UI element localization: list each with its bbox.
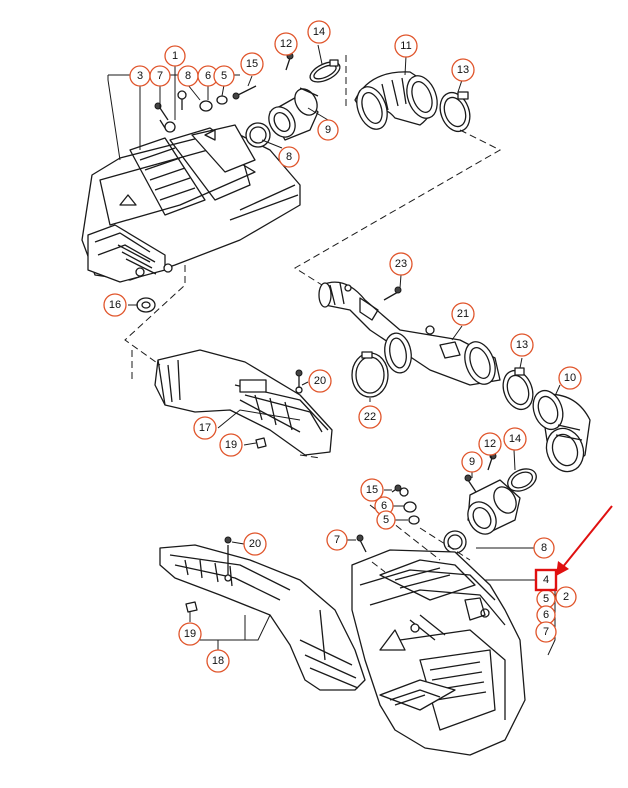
svg-text:19: 19 — [225, 439, 237, 451]
svg-text:3: 3 — [137, 70, 143, 82]
callout-3[interactable]: 3 — [129, 65, 151, 87]
lower-maf-sensor-assembly — [443, 452, 537, 554]
intake-pipe-21 — [318, 281, 501, 386]
clamp-22 — [351, 351, 389, 398]
svg-text:22: 22 — [364, 411, 376, 423]
svg-text:7: 7 — [543, 626, 549, 638]
callout-5-lower[interactable]: 5 — [376, 510, 396, 530]
callouts: 1 3 7 8 6 5 15 12 14 11 13 9 8 16 23 21 … — [103, 20, 582, 673]
highlight-box — [534, 568, 558, 592]
callout-10[interactable]: 10 — [558, 366, 582, 390]
callout-16[interactable]: 16 — [103, 293, 127, 317]
callout-18[interactable]: 18 — [206, 649, 230, 673]
callout-17[interactable]: 17 — [193, 416, 217, 440]
nut-16 — [136, 297, 156, 313]
svg-text:7: 7 — [157, 70, 163, 82]
svg-text:17: 17 — [199, 422, 211, 434]
svg-text:19: 19 — [184, 628, 196, 640]
svg-text:20: 20 — [249, 538, 261, 550]
lower-hose-10 — [502, 367, 591, 473]
callout-7-right[interactable]: 7 — [535, 621, 557, 643]
svg-text:8: 8 — [541, 542, 547, 554]
svg-text:15: 15 — [246, 58, 258, 70]
callout-11[interactable]: 11 — [394, 34, 418, 58]
svg-text:8: 8 — [185, 70, 191, 82]
svg-text:7: 7 — [334, 534, 340, 546]
air-duct-17 — [154, 349, 333, 456]
callout-21[interactable]: 21 — [451, 302, 475, 326]
svg-text:2: 2 — [563, 591, 569, 603]
callout-13-upper[interactable]: 13 — [451, 58, 475, 82]
callout-13-lower[interactable]: 13 — [510, 333, 534, 357]
svg-text:11: 11 — [400, 40, 411, 52]
svg-text:12: 12 — [484, 438, 496, 450]
upper-intake-hose — [354, 71, 471, 133]
callout-7-upper[interactable]: 7 — [149, 65, 171, 87]
svg-text:12: 12 — [280, 38, 292, 50]
svg-text:21: 21 — [457, 308, 469, 320]
svg-text:16: 16 — [109, 299, 121, 311]
pointer-arrow — [556, 505, 613, 576]
svg-text:13: 13 — [516, 339, 528, 351]
callout-14-upper[interactable]: 14 — [307, 20, 331, 44]
callout-5-upper[interactable]: 5 — [213, 65, 235, 87]
svg-text:5: 5 — [221, 70, 227, 82]
upper-maf-sensor-assembly — [245, 59, 341, 148]
lower-air-filter-housing — [351, 549, 526, 756]
svg-text:14: 14 — [509, 433, 521, 445]
svg-text:18: 18 — [212, 655, 224, 667]
svg-text:10: 10 — [564, 372, 576, 384]
svg-text:23: 23 — [395, 258, 407, 270]
svg-text:1: 1 — [172, 50, 178, 62]
svg-text:20: 20 — [314, 375, 326, 387]
svg-text:8: 8 — [286, 151, 292, 163]
callout-20-lower[interactable]: 20 — [243, 532, 267, 556]
lower-hardware — [356, 484, 420, 553]
callout-1[interactable]: 1 — [164, 45, 186, 67]
callout-14-lower[interactable]: 14 — [503, 427, 527, 451]
svg-text:6: 6 — [543, 609, 549, 621]
svg-text:13: 13 — [457, 64, 469, 76]
svg-text:6: 6 — [381, 500, 387, 512]
callout-8-lower[interactable]: 8 — [533, 537, 555, 559]
svg-text:6: 6 — [205, 70, 211, 82]
svg-text:9: 9 — [469, 456, 475, 468]
svg-text:5: 5 — [543, 593, 549, 605]
callout-15-upper[interactable]: 15 — [240, 52, 264, 76]
callout-19-mid[interactable]: 19 — [219, 433, 243, 457]
svg-text:4: 4 — [543, 574, 549, 586]
callout-6-right[interactable]: 6 — [536, 605, 556, 625]
callout-19-lower[interactable]: 19 — [178, 622, 202, 646]
svg-text:14: 14 — [313, 26, 325, 38]
callout-7-lower[interactable]: 7 — [326, 529, 348, 551]
callout-2[interactable]: 2 — [555, 586, 577, 608]
callout-22[interactable]: 22 — [358, 405, 382, 429]
callout-9-upper[interactable]: 9 — [317, 119, 339, 141]
air-duct-18 — [159, 536, 366, 691]
callout-23[interactable]: 23 — [389, 252, 413, 276]
callout-4-highlighted[interactable]: 4 — [534, 568, 558, 592]
callout-20-mid[interactable]: 20 — [308, 369, 332, 393]
svg-text:9: 9 — [325, 124, 331, 136]
svg-text:5: 5 — [383, 514, 389, 526]
callout-8-mid-upper[interactable]: 8 — [278, 146, 300, 168]
svg-text:15: 15 — [366, 484, 378, 496]
upper-air-filter-housing — [81, 119, 301, 283]
leader-lines — [107, 44, 561, 656]
callout-8-upper[interactable]: 8 — [177, 65, 199, 87]
callout-12-upper[interactable]: 12 — [274, 32, 298, 56]
callout-9-lower[interactable]: 9 — [461, 451, 483, 473]
callout-15-lower[interactable]: 15 — [360, 478, 384, 502]
callout-5-right[interactable]: 5 — [536, 589, 556, 609]
callout-12-lower[interactable]: 12 — [478, 432, 502, 456]
